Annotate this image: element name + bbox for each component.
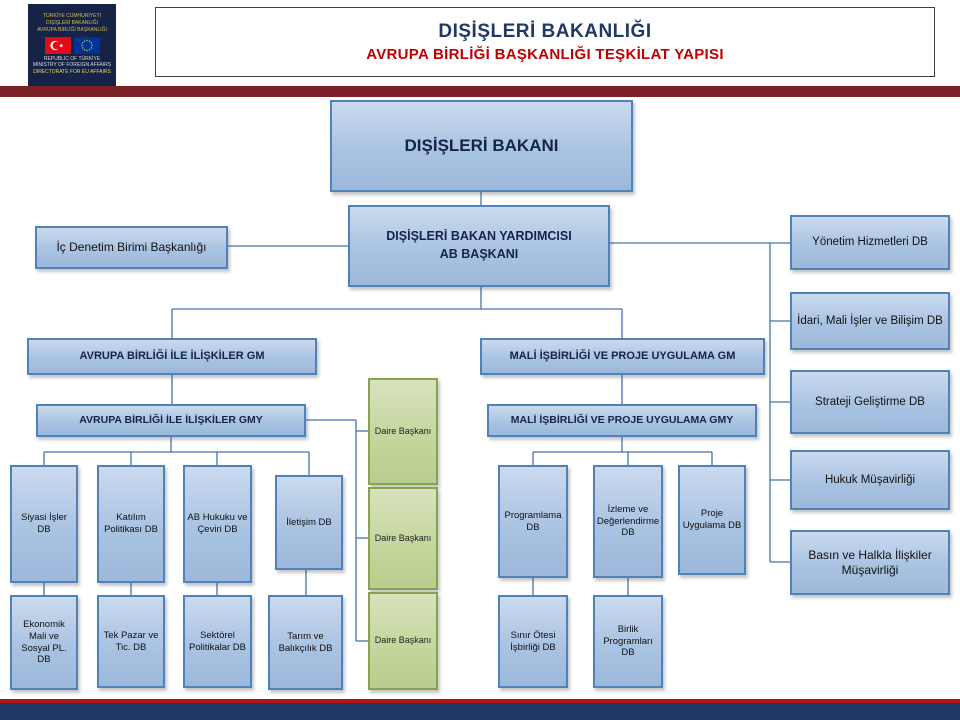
logo-text-line: DIRECTORATE FOR EU AFFAIRS xyxy=(33,69,111,75)
logo-text-line: DIŞİŞLERİ BAKANLIĞI xyxy=(46,20,98,26)
node-ab-gmy: AVRUPA BİRLİĞİ İLE İLİŞKİLER GMY xyxy=(36,404,306,437)
node-deputy-minister: DIŞİŞLERİ BAKAN YARDIMCISI AB BAŞKANI xyxy=(348,205,610,287)
node-deputy-line2: AB BAŞKANI xyxy=(439,247,519,261)
logo-text-line: TÜRKİYE CUMHURİYETİ xyxy=(43,13,101,20)
page-title: DIŞİŞLERİ BAKANLIĞI xyxy=(438,21,652,42)
node-birlik-programlari-db: Birlik Programları DB xyxy=(593,595,663,688)
node-basin-halkla-iliskiler: Basın ve Halkla İlişkiler Müşavirliği xyxy=(790,530,950,595)
node-izleme-degerlendirme-db: İzleme ve Değerlendirme DB xyxy=(593,465,663,578)
node-proje-uygulama-db: Proje Uygulama DB xyxy=(678,465,746,575)
node-strateji-gelistirme-db: Strateji Geliştirme DB xyxy=(790,370,950,434)
node-sinir-otesi-isbirligi-db: Sınır Ötesi İşbirliği DB xyxy=(498,595,568,688)
node-programlama-db: Programlama DB xyxy=(498,465,568,578)
node-minister: DIŞİŞLERİ BAKANI xyxy=(330,100,633,192)
node-daire-baskani-2: Daire Başkanı xyxy=(368,487,438,590)
node-katilim-politikasi-db: Katılım Politikası DB xyxy=(97,465,165,583)
logo-text-line: REPUBLIC OF TÜRKİYE xyxy=(43,55,101,62)
node-siyasi-isler-db: Siyasi İşler DB xyxy=(10,465,78,583)
turkish-flag-icon xyxy=(44,36,71,54)
page-subtitle: AVRUPA BİRLİĞİ BAŞKANLIĞI TEŞKİLAT YAPIS… xyxy=(366,46,724,63)
logo-text-line: MINISTRY OF FOREIGN AFFAIRS xyxy=(32,62,112,69)
node-ab-hukuku-ceviri-db: AB Hukuku ve Çeviri DB xyxy=(183,465,252,583)
logo-flags xyxy=(44,36,100,54)
node-hukuk-musavirligi: Hukuk Müşavirliği xyxy=(790,450,950,510)
node-mali-gmy: MALİ İŞBİRLİĞİ VE PROJE UYGULAMA GMY xyxy=(487,404,757,437)
node-daire-baskani-3: Daire Başkanı xyxy=(368,592,438,690)
node-yonetim-hizmetleri-db: Yönetim Hizmetleri DB xyxy=(790,215,950,270)
bottom-red-bar xyxy=(0,699,960,703)
node-ekonomik-mali-sosyal-db: Ekonomik Mali ve Sosyal PL. DB xyxy=(10,595,78,690)
node-daire-baskani-1: Daire Başkanı xyxy=(368,378,438,485)
logo-text-line: AVRUPA BİRLİĞİ BAŞKANLIĞI xyxy=(37,26,107,33)
node-ab-gm: AVRUPA BİRLİĞİ İLE İLİŞKİLER GM xyxy=(27,338,317,375)
node-idari-mali-isler-db: İdari, Mali İşler ve Bilişim DB xyxy=(790,292,950,350)
ministry-logo: TÜRKİYE CUMHURİYETİ DIŞİŞLERİ BAKANLIĞI … xyxy=(28,4,116,86)
node-internal-audit: İç Denetim Birimi Başkanlığı xyxy=(35,226,228,269)
node-sektorel-politikalar-db: Sektörel Politikalar DB xyxy=(183,595,252,688)
top-divider-bar xyxy=(0,86,960,97)
node-tek-pazar-tic-db: Tek Pazar ve Tic. DB xyxy=(97,595,165,688)
slide-title-box: DIŞİŞLERİ BAKANLIĞI AVRUPA BİRLİĞİ BAŞKA… xyxy=(155,7,935,77)
node-tarim-balikcilik-db: Tarım ve Balıkçılık DB xyxy=(268,595,343,690)
eu-flag-icon xyxy=(73,36,100,54)
node-deputy-line1: DIŞİŞLERİ BAKAN YARDIMCISI xyxy=(386,229,572,244)
node-iletisim-db: İletişim DB xyxy=(275,475,343,570)
node-mali-gm: MALİ İŞBİRLİĞİ VE PROJE UYGULAMA GM xyxy=(480,338,765,375)
bottom-navy-bar xyxy=(0,703,960,720)
